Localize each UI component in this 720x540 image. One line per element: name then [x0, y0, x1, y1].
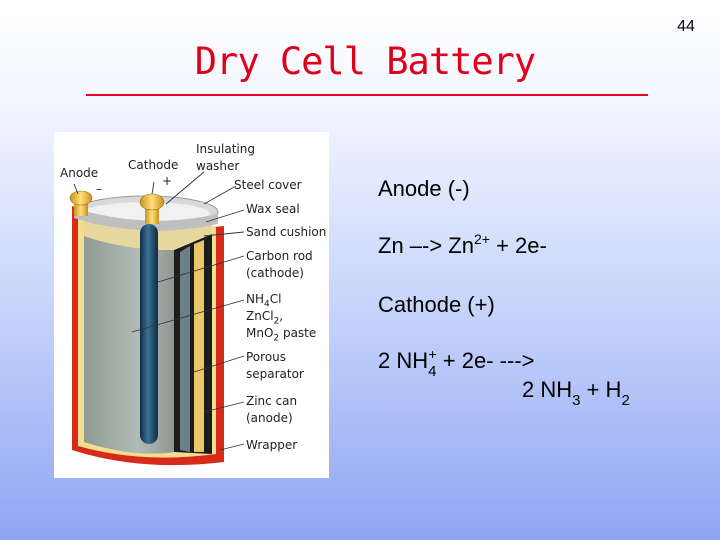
label-cathode-sign: +: [162, 174, 173, 188]
cathode-equation-line1: 2 NH4+ + 2e- --->: [378, 346, 535, 380]
label-cathode: Cathode: [128, 158, 179, 172]
label-wax-seal: Wax seal: [246, 202, 300, 216]
inner-zinc-face: [194, 240, 204, 452]
steel-rim: [74, 208, 218, 231]
label-wrapper: Wrapper: [246, 438, 298, 452]
label-zinc-anode: (anode): [246, 411, 293, 425]
label-zinc-can: Zinc can: [246, 394, 298, 408]
leader-lines: [73, 171, 245, 451]
label-anode-sign: –: [96, 182, 102, 196]
label-sand-cushion: Sand cushion: [246, 225, 327, 239]
cathode-equation-line2: 2 NH3 + H2: [522, 377, 630, 409]
label-steel-cover: Steel cover: [234, 178, 302, 192]
label-porous: Porous: [246, 350, 287, 364]
anode-terminal: [69, 190, 93, 206]
label-paste-zncl2: ZnCl2,: [246, 309, 284, 327]
label-paste-mno2: MnO2 paste: [246, 326, 317, 344]
title-underline: [86, 94, 648, 96]
cathode-heading: Cathode (+): [378, 292, 495, 317]
battery-illustration: [69, 171, 245, 466]
paste-layer: [84, 236, 174, 454]
battery-diagram: Anode – Cathode + Insulating washer Stee…: [54, 132, 329, 478]
anode-heading: Anode (-): [378, 176, 470, 201]
inner-paste-face: [180, 246, 190, 452]
label-paste-nh4cl: NH4Cl: [246, 292, 282, 310]
label-separator: separator: [246, 367, 304, 381]
slide-number: 44: [677, 18, 695, 35]
slide-title: Dry Cell Battery: [194, 40, 536, 83]
label-carbon-rod-cathode: (cathode): [246, 266, 304, 280]
anode-equation: Zn –-> Zn2+ + 2e-: [378, 231, 547, 258]
label-washer: washer: [196, 159, 240, 173]
carbon-rod: [140, 224, 158, 444]
label-anode: Anode: [60, 166, 99, 180]
cathode-terminal: [139, 193, 165, 211]
label-carbon-rod: Carbon rod: [246, 249, 313, 263]
label-insulating: Insulating: [196, 142, 255, 156]
